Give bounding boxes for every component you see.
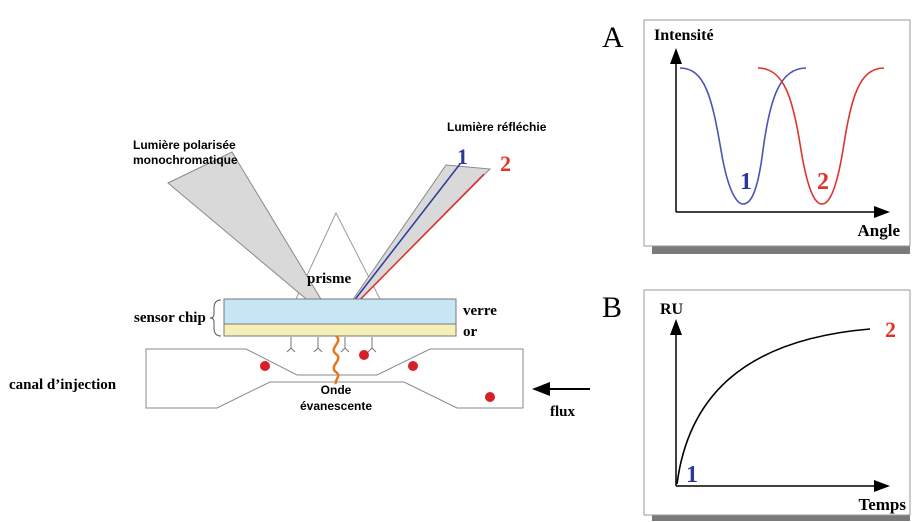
channel-label: canal d’injection — [9, 377, 117, 393]
panel-b: B RU Temps 1 2 — [602, 289, 911, 521]
panel-a-y-arrow — [670, 48, 682, 64]
incident-light-label-line2: monochromatique — [133, 153, 238, 167]
panel-b-letter: B — [602, 291, 622, 324]
panel-a: A Intensité Angle 1 2 — [602, 19, 911, 254]
panel-b-x-arrow — [874, 480, 890, 492]
beam-1-label: 1 — [457, 144, 468, 169]
panel-b-frame — [643, 289, 911, 516]
glass-layer — [223, 298, 457, 325]
reflected-beam-1 — [335, 163, 461, 325]
incident-light-cone — [167, 151, 337, 325]
flow-label: flux — [550, 404, 576, 420]
panel-a-curve-1 — [679, 67, 807, 205]
panel-a-ylabel: Intensité — [654, 27, 714, 44]
gold-label: or — [463, 324, 478, 340]
sensor-chip-label: sensor chip — [134, 310, 206, 326]
panel-a-curve-1-label: 1 — [740, 169, 752, 195]
analyte-molecules — [260, 350, 495, 402]
molecule — [260, 361, 270, 371]
prism-label: prisme — [307, 271, 352, 287]
panel-b-ylabel: RU — [660, 301, 684, 318]
panel-b-xlabel: Temps — [858, 495, 906, 514]
panel-a-frame — [643, 19, 911, 247]
panel-a-letter: A — [602, 21, 624, 54]
molecule — [485, 392, 495, 402]
panel-b-start-label: 1 — [686, 462, 698, 488]
panel-b-end-label: 2 — [885, 317, 896, 342]
sensor-chip-bracket — [209, 299, 222, 337]
panel-a-curve-2 — [757, 67, 885, 205]
flow-arrow — [532, 382, 590, 396]
ligands — [286, 337, 377, 353]
beam-2-label: 2 — [500, 151, 511, 176]
wave-label-line1: Onde — [321, 383, 352, 397]
panel-b-y-arrow — [670, 319, 682, 335]
panel-a-x-arrow — [874, 206, 890, 218]
panel-b-association-curve — [676, 328, 871, 485]
molecule — [359, 350, 369, 360]
wave-label-line2: évanescente — [300, 399, 372, 413]
panel-a-xlabel: Angle — [858, 221, 901, 240]
spr-schematic: Lumière polarisée monochromatique Lumièr… — [9, 120, 590, 420]
panel-b-shadow — [652, 515, 910, 521]
reflected-light-label: Lumière réfléchie — [447, 120, 547, 134]
incident-light-label-line1: Lumière polarisée — [133, 138, 236, 152]
glass-label: verre — [463, 303, 497, 319]
evanescent-wave — [332, 335, 340, 385]
gold-layer — [223, 323, 457, 337]
molecule — [408, 361, 418, 371]
panel-a-shadow — [652, 246, 910, 254]
injection-channel — [145, 348, 524, 409]
panel-a-curve-2-label: 2 — [817, 169, 829, 195]
